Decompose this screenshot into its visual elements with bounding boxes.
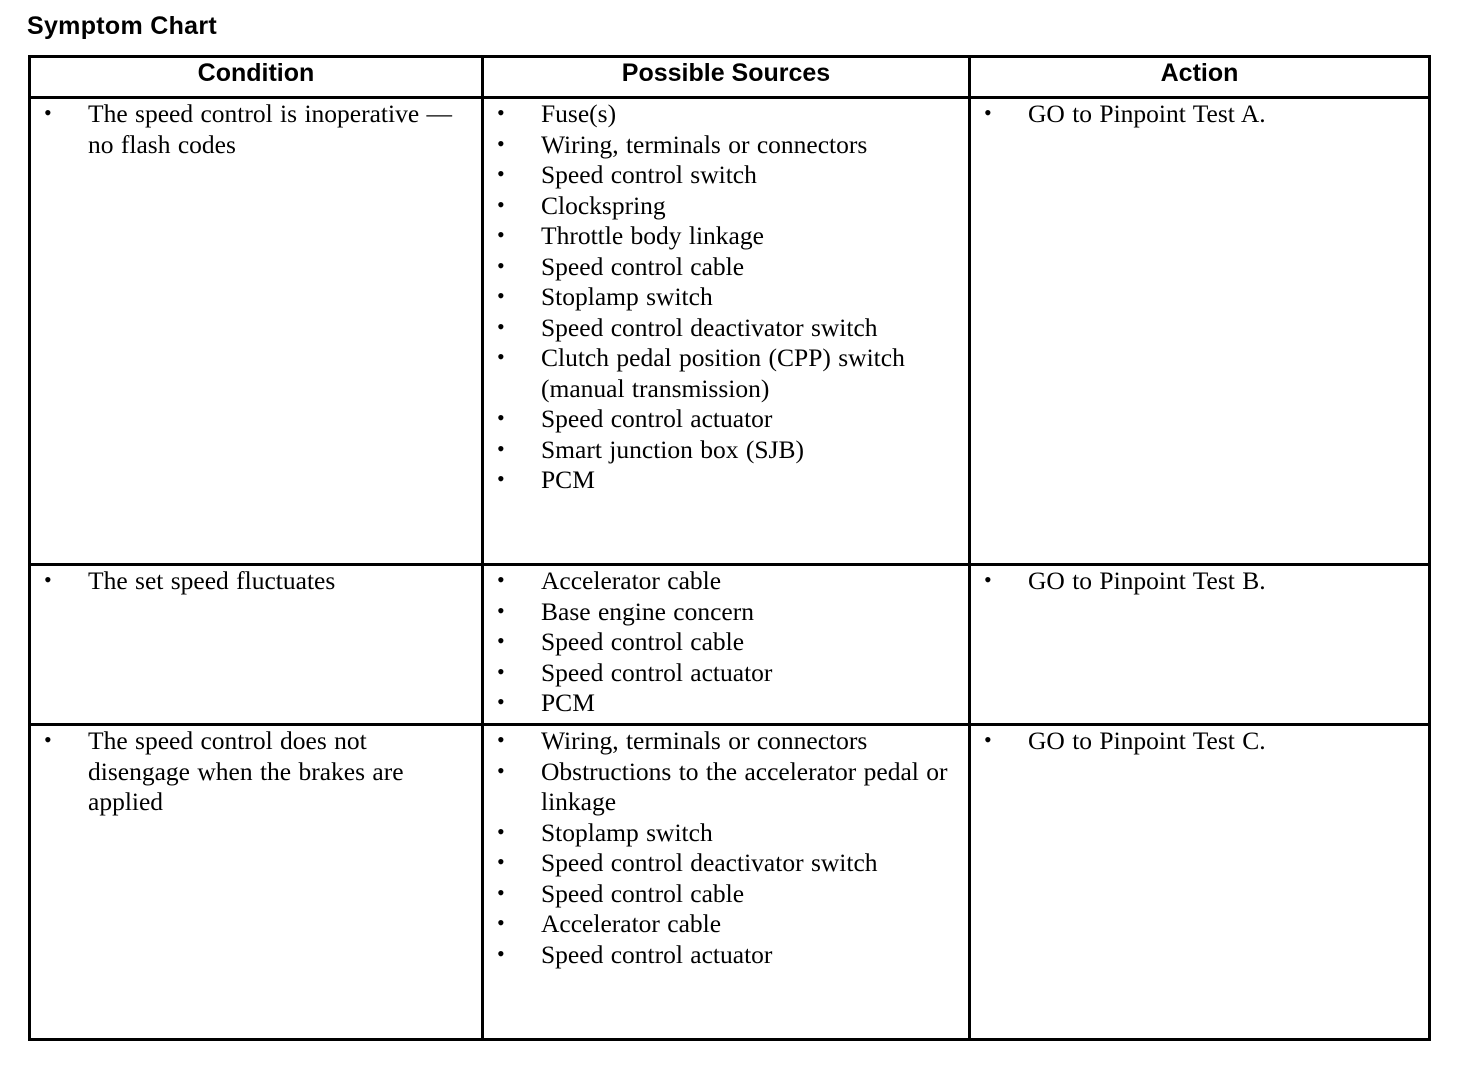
list-item: GO to Pinpoint Test C.	[971, 725, 1418, 757]
action-list: GO to Pinpoint Test A.	[971, 98, 1428, 130]
list-item: Speed control actuator	[484, 403, 958, 435]
column-header-condition: Condition	[28, 55, 484, 99]
column-header-action: Action	[968, 55, 1431, 99]
action-list: GO to Pinpoint Test B.	[971, 565, 1428, 597]
list-item: Throttle body linkage	[484, 220, 958, 252]
condition-list: The speed control does not disengage whe…	[31, 725, 481, 818]
list-item: PCM	[484, 464, 958, 496]
cell-condition: The speed control is inoperative — no fl…	[28, 96, 484, 566]
list-item: Fuse(s)	[484, 98, 958, 130]
list-item: Stoplamp switch	[484, 817, 958, 849]
action-list: GO to Pinpoint Test C.	[971, 725, 1428, 757]
cell-possible-sources: Fuse(s) Wiring, terminals or connectors …	[481, 96, 971, 566]
list-item: GO to Pinpoint Test B.	[971, 565, 1418, 597]
list-item: Speed control deactivator switch	[484, 312, 958, 344]
list-item: Speed control deactivator switch	[484, 847, 958, 879]
cell-action: GO to Pinpoint Test C.	[968, 723, 1431, 1041]
list-item: Smart junction box (SJB)	[484, 434, 958, 466]
cell-condition: The set speed fluctuates	[28, 563, 484, 726]
page-title: Symptom Chart	[27, 12, 218, 40]
list-item: Speed control cable	[484, 878, 958, 910]
list-item: Speed control switch	[484, 159, 958, 191]
possible-sources-list: Fuse(s) Wiring, terminals or connectors …	[484, 98, 968, 496]
possible-sources-list: Accelerator cable Base engine concern Sp…	[484, 565, 968, 719]
cell-action: GO to Pinpoint Test A.	[968, 96, 1431, 566]
table-body: The speed control is inoperative — no fl…	[28, 96, 1431, 1041]
table-row: The set speed fluctuates Accelerator cab…	[28, 563, 1431, 726]
cell-possible-sources: Wiring, terminals or connectors Obstruct…	[481, 723, 971, 1041]
list-item: Clutch pedal position (CPP) switch (manu…	[484, 342, 958, 404]
cell-possible-sources: Accelerator cable Base engine concern Sp…	[481, 563, 971, 726]
list-item: Clockspring	[484, 190, 958, 222]
list-item: Speed control cable	[484, 626, 958, 658]
list-item: The speed control is inoperative — no fl…	[31, 98, 471, 160]
list-item: Speed control cable	[484, 251, 958, 283]
cell-action: GO to Pinpoint Test B.	[968, 563, 1431, 726]
list-item: Speed control actuator	[484, 939, 958, 971]
list-item: GO to Pinpoint Test A.	[971, 98, 1418, 130]
list-item: Accelerator cable	[484, 565, 958, 597]
list-item: Accelerator cable	[484, 908, 958, 940]
list-item: Wiring, terminals or connectors	[484, 129, 958, 161]
list-item: Obstructions to the accelerator pedal or…	[484, 756, 958, 818]
condition-list: The speed control is inoperative — no fl…	[31, 98, 481, 160]
list-item: Speed control actuator	[484, 657, 958, 689]
symptom-chart-table: Condition Possible Sources Action The sp…	[28, 55, 1431, 1041]
possible-sources-list: Wiring, terminals or connectors Obstruct…	[484, 725, 968, 971]
condition-list: The set speed fluctuates	[31, 565, 481, 597]
header-row: Condition Possible Sources Action	[28, 55, 1431, 99]
list-item: The set speed fluctuates	[31, 565, 471, 597]
table-header: Condition Possible Sources Action	[28, 55, 1431, 99]
column-header-possible-sources: Possible Sources	[481, 55, 971, 99]
cell-condition: The speed control does not disengage whe…	[28, 723, 484, 1041]
list-item: Wiring, terminals or connectors	[484, 725, 958, 757]
list-item: PCM	[484, 687, 958, 719]
list-item: Stoplamp switch	[484, 281, 958, 313]
table-row: The speed control is inoperative — no fl…	[28, 96, 1431, 566]
list-item: The speed control does not disengage whe…	[31, 725, 471, 818]
list-item: Base engine concern	[484, 596, 958, 628]
table-row: The speed control does not disengage whe…	[28, 723, 1431, 1041]
